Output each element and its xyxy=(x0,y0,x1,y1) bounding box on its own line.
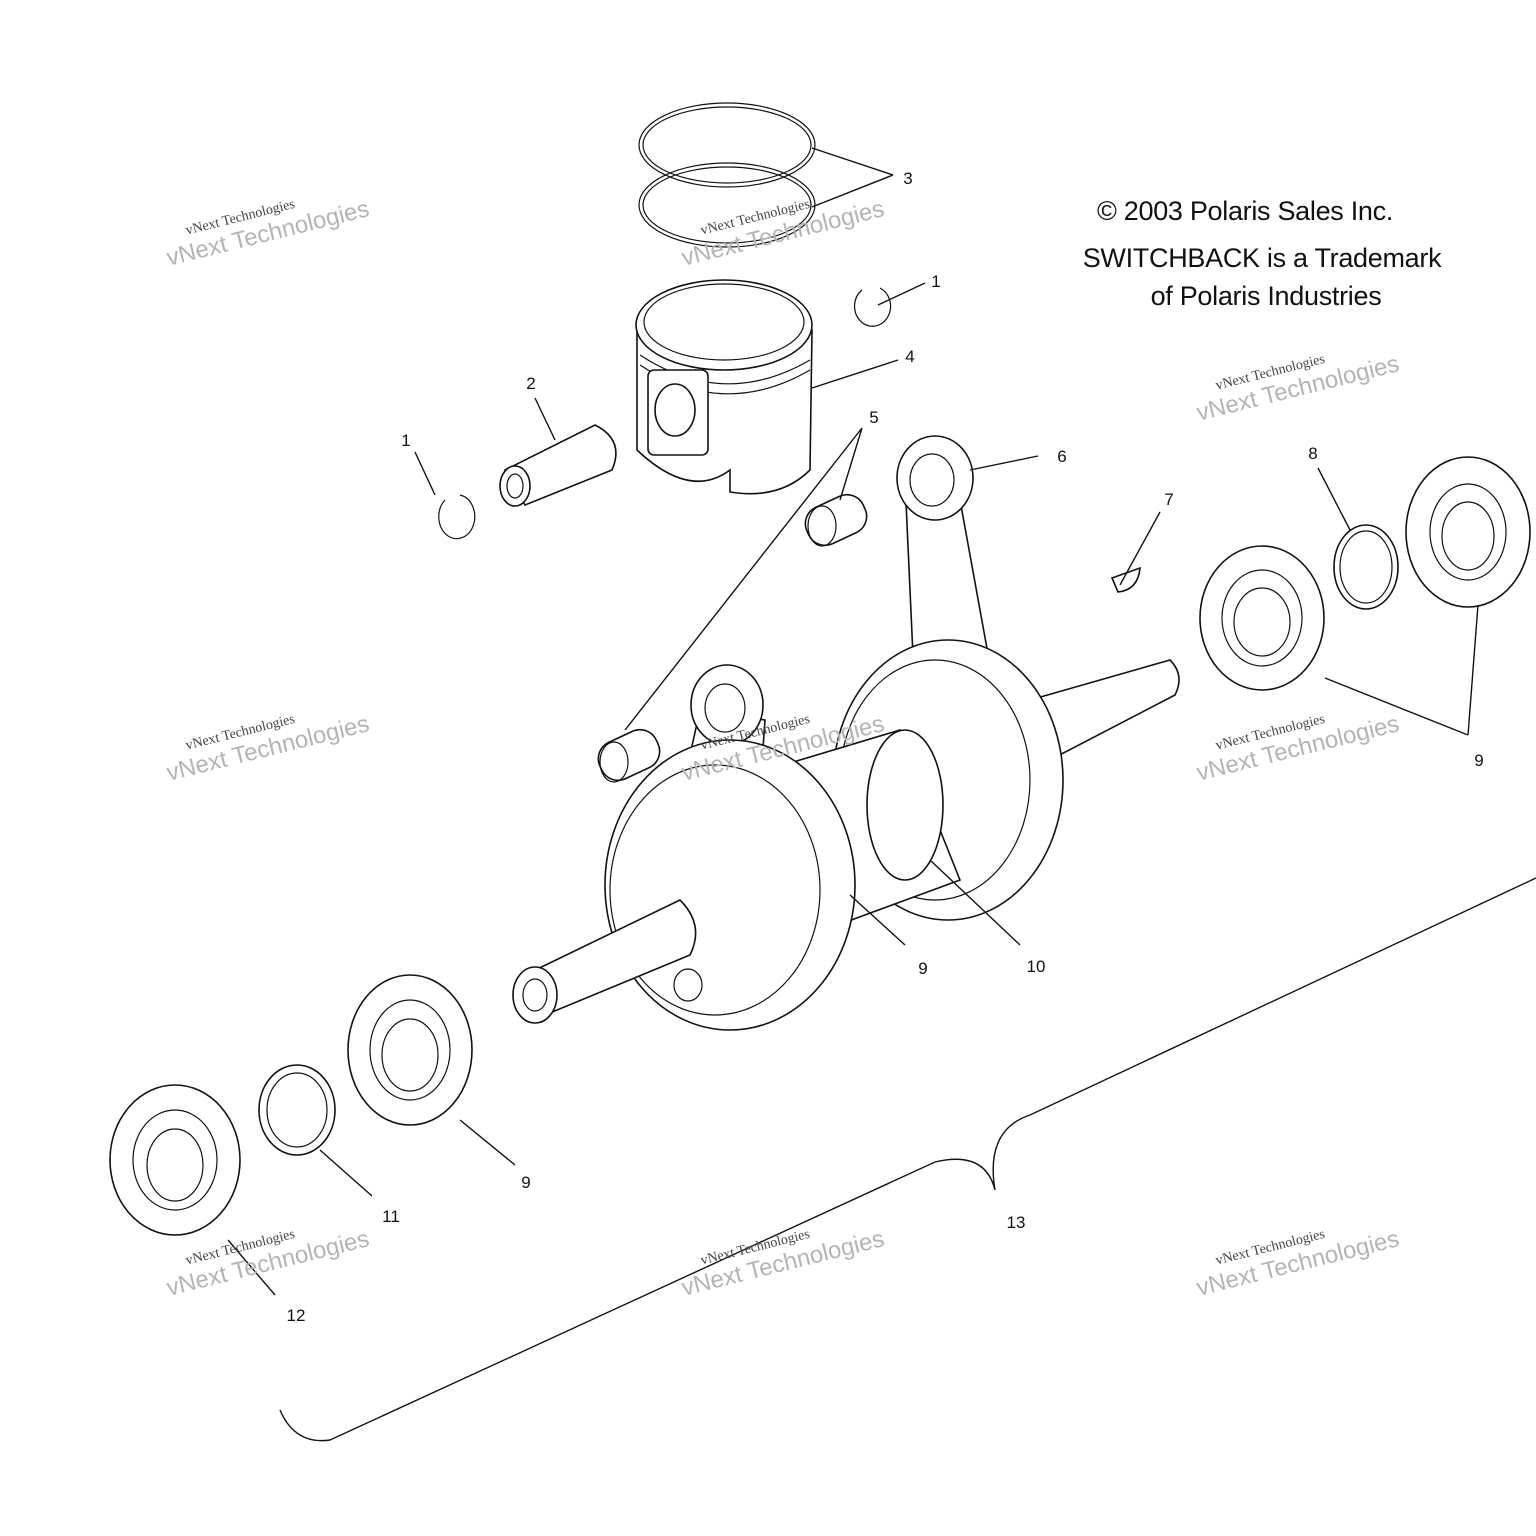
assembly-brace xyxy=(279,877,1536,1442)
wrist-pin xyxy=(499,424,617,507)
needle-bearing-upper xyxy=(804,493,868,547)
needle-bearing-lower xyxy=(597,728,661,783)
spacer-ring-left xyxy=(258,1064,336,1156)
spacer-ring-right xyxy=(1333,524,1399,610)
callout-10: 10 xyxy=(1027,957,1046,976)
circlip-lower xyxy=(438,494,476,540)
copyright-line-2: SWITCHBACK is a Trademark xyxy=(1082,243,1442,273)
callout-7: 7 xyxy=(1164,490,1173,509)
callout-4: 4 xyxy=(905,347,914,366)
seal-left xyxy=(109,1084,241,1236)
piston-rings xyxy=(638,102,816,248)
copyright-line-1: © 2003 Polaris Sales Inc. xyxy=(1096,196,1394,226)
callout-9-center: 9 xyxy=(918,959,927,978)
bearing-right xyxy=(1199,545,1325,691)
callout-13: 13 xyxy=(1007,1213,1026,1232)
circlip-upper xyxy=(853,287,892,327)
callout-3: 3 xyxy=(903,169,912,188)
callout-9-left: 9 xyxy=(521,1173,530,1192)
callout-11: 11 xyxy=(382,1207,400,1226)
callout-5: 5 xyxy=(869,408,878,427)
callout-1-lower: 1 xyxy=(401,431,410,450)
leader-lines xyxy=(227,147,1479,1296)
callout-12: 12 xyxy=(287,1306,306,1325)
copyright-line-3: of Polaris Industries xyxy=(1150,281,1382,311)
callout-2: 2 xyxy=(526,374,535,393)
callout-1-upper: 1 xyxy=(931,272,940,291)
callout-numbers: 3 1 4 2 1 5 6 7 8 9 9 10 9 11 12 13 xyxy=(287,169,1484,1325)
woodruff-key xyxy=(1110,566,1141,593)
seal-right xyxy=(1405,456,1531,608)
callout-8: 8 xyxy=(1308,444,1317,463)
callout-9-right: 9 xyxy=(1474,751,1483,770)
crankshaft xyxy=(512,639,1180,1031)
piston xyxy=(635,279,813,495)
bearing-left xyxy=(347,974,473,1126)
callout-6: 6 xyxy=(1057,447,1066,466)
